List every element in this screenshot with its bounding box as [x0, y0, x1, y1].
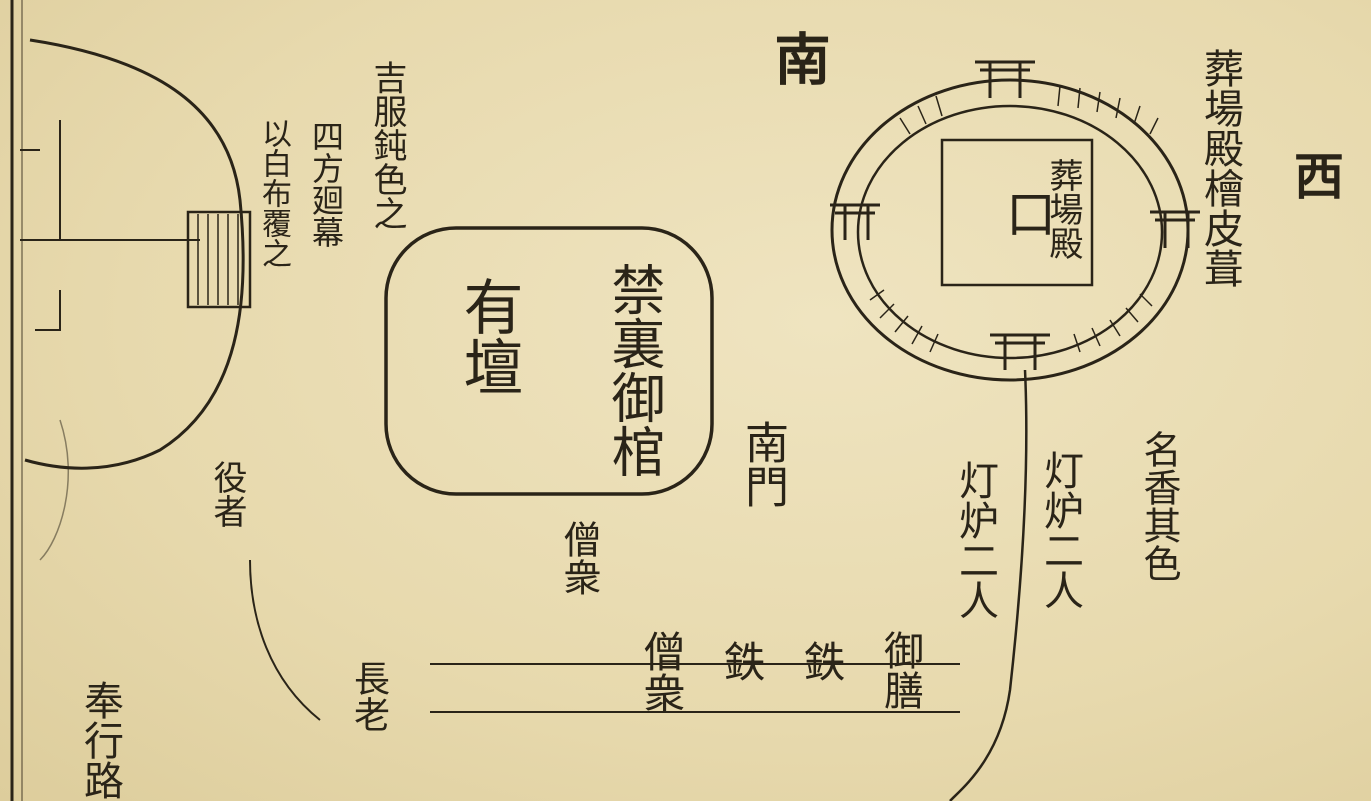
procession-col-b: 鉄 [797, 640, 846, 682]
funeral-hall-square [940, 138, 1094, 287]
procession-col-f: 長老 [348, 660, 389, 732]
procession-col-a: 御膳 [877, 630, 923, 710]
funeral-hall-mark: 口 [998, 188, 1056, 238]
left-note-a: 吉服鈍色之 [367, 60, 407, 230]
torii-gates [830, 60, 1200, 370]
left-building-wall [24, 38, 245, 470]
left-road [249, 559, 321, 721]
right-note: 名香其色 [1137, 430, 1181, 582]
procession-path [949, 369, 1028, 801]
procession-col-d: 僧衆 [637, 630, 686, 714]
south-gate-label: 南門 [737, 420, 788, 508]
procession-col-g: 役者 [207, 460, 247, 528]
direction-west: 西 [1286, 150, 1345, 200]
left-note-c: 以白布覆之 [256, 118, 291, 268]
shrine-enclosure [384, 226, 714, 496]
direction-south: 南 [765, 30, 831, 86]
left-building-inner-1 [59, 120, 75, 241]
lantern-note-b: 灯炉二人 [952, 460, 998, 620]
funeral-ground-side-label: 葬場殿檜皮葺 [1197, 48, 1243, 288]
procession-col-e: 僧衆 [557, 520, 601, 596]
shrine-sub-label: 有壇 [453, 276, 523, 396]
funeral-ground-inner-ring [856, 104, 1164, 360]
procession-col-h: 奉行路 [77, 680, 123, 800]
ring-hatching [869, 85, 1159, 353]
funeral-hall-label: 葬場殿 [1043, 158, 1083, 260]
left-building-inner-2 [35, 290, 61, 331]
procession-col-c: 鉄 [717, 640, 766, 682]
left-note-b: 四方廻幕 [307, 120, 345, 248]
shrine-main-label: 禁裏御棺 [602, 262, 665, 478]
lantern-note-a: 灯炉二人 [1037, 450, 1083, 610]
left-gate-block [186, 210, 252, 309]
